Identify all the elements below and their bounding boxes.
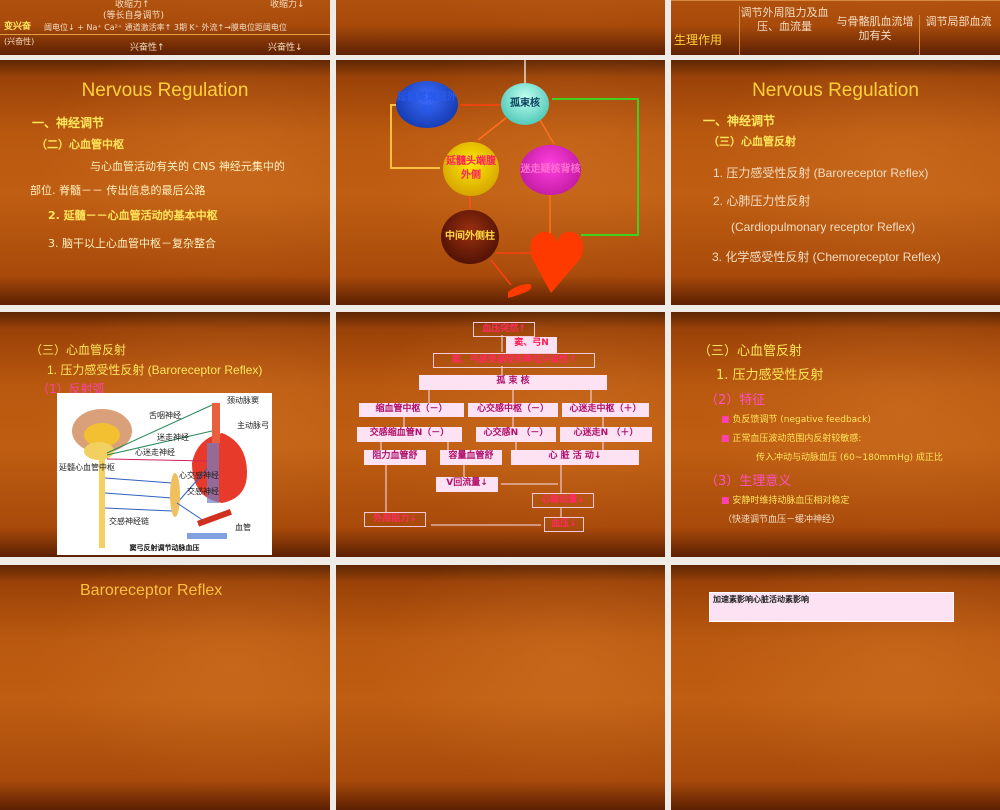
- text: （2）特征: [705, 393, 766, 408]
- diagram-arrows: [390, 60, 639, 298]
- table-cell: 调节局部血流: [919, 15, 997, 55]
- text: 收缩力↓: [270, 0, 305, 10]
- slide-title: Nervous Regulation: [81, 80, 249, 101]
- flow-box: 孤 束 核: [419, 375, 607, 390]
- slide-title: Nervous Regulation: [752, 80, 919, 101]
- node-rostral-cvlm: 延髓尾端腹外侧: [396, 81, 458, 128]
- flow-box: 心迷走N （＋）: [560, 427, 652, 442]
- flow-box: 交感缩血管N（－）: [357, 427, 462, 442]
- slide-title: Baroreceptor Reflex: [80, 582, 223, 599]
- flow-box: 窦、弓感受器受到牵拉兴奋性↑: [433, 353, 595, 368]
- slide-thumbnail-8[interactable]: （三）心血管反射 1. 压力感受性反射 （2）特征 ■ 负反馈调节 (negat…: [671, 312, 1000, 557]
- flow-box: 容量血管舒: [440, 450, 502, 465]
- text: （1）反射弧: [37, 382, 105, 396]
- text: 3. 化学感受性反射 (Chemoreceptor Reflex): [712, 250, 941, 264]
- flow-box: 窦、弓N: [506, 337, 557, 353]
- text: （三）心血管反射: [698, 344, 803, 359]
- flow-box: 外周阻力↓: [364, 512, 426, 527]
- figure-label: 心迷走神经: [135, 448, 175, 457]
- bullet: ■ 安静时维持动脉血压相对稳定: [721, 496, 850, 506]
- text: 一、神经调节: [32, 116, 105, 130]
- slide-thumbnail-1[interactable]: 收缩力↑ (等长自身调节) 收缩力↓ 变兴奋 阈电位↓ + Na⁺ Ca²⁺ 通…: [0, 0, 330, 55]
- slide-thumbnail-7[interactable]: 血压突然↑ 窦、弓N 窦、弓感受器受到牵拉兴奋性↑ 孤 束 核 缩血管中枢（－）…: [336, 312, 665, 557]
- text: 1. 压力感受性反射: [716, 368, 824, 383]
- text: 与心血管活动有关的 CNS 神经元集中的: [90, 160, 285, 173]
- slide-thumbnail-5[interactable]: Nervous Regulation 一、神经调节 （三）心血管反射 1. 压力…: [671, 60, 1000, 305]
- figure-label: 血管: [235, 523, 251, 532]
- text: （快速调节血压－缓冲神经）: [723, 515, 841, 525]
- figure-label: 交感神经链: [109, 517, 149, 526]
- figure-label: 舌咽神经: [149, 411, 181, 420]
- text: 兴奋性↑: [130, 43, 165, 53]
- flow-box: 血压突然↑: [473, 322, 535, 337]
- flowchart-arrows: [380, 335, 604, 526]
- flow-box: 阻力血管舒: [364, 450, 426, 465]
- text: 2. 心肺压力性反射: [713, 194, 811, 208]
- figure-label: 迷走神经: [157, 433, 189, 442]
- table-cell: 与骨骼肌血流增加有关: [836, 15, 914, 42]
- figure-label: 心交感神经: [179, 471, 219, 480]
- figure-label: 延髓心血管中枢: [59, 463, 115, 472]
- text: 兴奋性↓: [268, 43, 303, 53]
- text: 部位. 脊髓－－ 传出信息的最后公路: [30, 184, 206, 197]
- heart-icon: [530, 231, 584, 293]
- flow-box: 血压↓: [544, 517, 584, 532]
- text: 1. 压力感受性反射 (Baroreceptor Reflex): [713, 166, 929, 180]
- text: (等长自身调节): [103, 11, 165, 21]
- text: 一、神经调节: [703, 114, 776, 128]
- text: 负反馈调节 (negative feedback): [732, 415, 871, 425]
- bullet: ■ 正常血压波动范围内反射较敏感:: [721, 434, 862, 444]
- text: 传入冲动与动脉血压 (60~180mmHg) 成正比: [756, 453, 943, 463]
- flow-box: 心交感N （－）: [476, 427, 556, 442]
- slide-thumbnail-6[interactable]: （三）心血管反射 1. 压力感受性反射 (Baroreceptor Reflex…: [0, 312, 330, 557]
- figure-label: 颈动脉窦: [227, 396, 259, 405]
- text: （3）生理意义: [705, 474, 792, 489]
- text: 阈电位↓ + Na⁺ Ca²⁺ 通道激活率↑ 3期 K⁺ 外流↑→膜电位距阈电位: [44, 23, 287, 32]
- flow-box: 心迷走中枢（＋）: [562, 403, 649, 417]
- table-row-label: 生理作用: [674, 33, 723, 47]
- slide-thumbnail-9[interactable]: Baroreceptor Reflex: [0, 565, 330, 810]
- flow-box: 心交感中枢（－）: [468, 403, 558, 417]
- table-cell: 调节外周阻力及血压、血流量: [739, 6, 829, 55]
- slide-thumbnail-2[interactable]: 生理作用 调节外周阻力及血压、血流量 与骨骼肌血流增加有关 调节局部血流: [671, 0, 1000, 55]
- text: 安静时维持动脉血压相对稳定: [732, 496, 850, 506]
- text: (Cardiopulmonary receptor Reflex): [731, 220, 916, 234]
- text: 1. 压力感受性反射 (Baroreceptor Reflex): [47, 363, 263, 377]
- flow-box: V回流量↓: [436, 477, 498, 492]
- node-nts: 孤束核: [501, 83, 549, 125]
- node-rvlm: 延髓头端腹外侧: [443, 142, 499, 196]
- text: 正常血压波动范围内反射较敏感:: [732, 434, 862, 444]
- slide-thumbnail-4[interactable]: 延髓尾端腹外侧 孤束核 延髓头端腹外侧 迷走疑核背核 中间外侧柱: [336, 60, 665, 305]
- text: 收缩力↑: [115, 0, 150, 10]
- flow-box: 心 脏 活 动↓: [511, 450, 639, 465]
- text-box: 加速素影响心脏活动素影响: [709, 592, 954, 622]
- text: 3. 脑干以上心血管中枢－复杂整合: [48, 237, 216, 250]
- bullet: ■ 负反馈调节 (negative feedback): [721, 415, 871, 425]
- flow-box: 缩血管中枢（－）: [359, 403, 464, 417]
- text: 2. 延髓－－心血管活动的基本中枢: [48, 209, 218, 222]
- flow-box: 心输出量↓: [532, 493, 594, 508]
- text: 变兴奋: [4, 22, 32, 32]
- slide-thumbnail-2a[interactable]: [336, 0, 665, 55]
- text: （三）心血管反射: [30, 343, 127, 357]
- slide-thumbnail-11[interactable]: 加速素影响心脏活动素影响: [671, 565, 1000, 810]
- reflex-arc-figure: 颈动脉窦 舌咽神经 主动脉弓 迷走神经 心迷走神经 延髓心血管中枢 心交感神经 …: [57, 393, 272, 555]
- figure-label: 交感神经: [187, 487, 219, 496]
- text: （二）心血管中枢: [36, 138, 124, 151]
- figure-label: 主动脉弓: [237, 421, 269, 430]
- node-vagal-nucleus: 迷走疑核背核: [520, 145, 581, 195]
- node-iml: 中间外侧柱: [441, 210, 499, 264]
- figure-caption: 窦弓反射调节动脉血压: [129, 544, 200, 552]
- text: (兴奋性): [4, 37, 35, 46]
- text: （三）心血管反射: [708, 135, 796, 148]
- slide-thumbnail-3[interactable]: Nervous Regulation 一、神经调节 （二）心血管中枢 与心血管活…: [0, 60, 330, 305]
- slide-thumbnail-10[interactable]: [336, 565, 665, 810]
